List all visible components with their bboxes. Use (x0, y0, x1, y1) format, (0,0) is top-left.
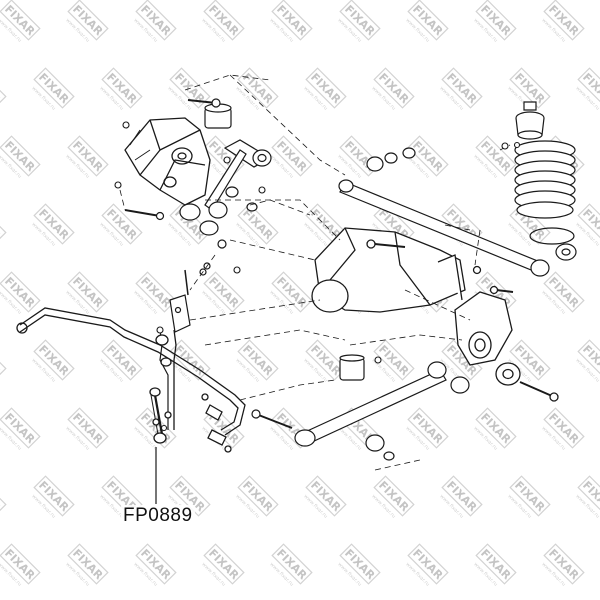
differential-housing (311, 227, 482, 313)
coil-spring (514, 101, 577, 261)
fastener-bolts (114, 121, 521, 432)
lateral-link-upper (179, 149, 258, 270)
upper-trailing-arm (338, 147, 550, 277)
stabilizer-link-fp0889 (149, 387, 232, 453)
lower-control-arm (251, 354, 470, 461)
stabilizer-bar (16, 307, 246, 436)
rear-knuckle (454, 285, 559, 402)
dashed-guide-lines (119, 74, 511, 471)
subframe-mount-bracket (124, 117, 211, 206)
upper-bushing-group (124, 98, 272, 221)
part-number-label: FP0889 (121, 505, 195, 527)
stabilizer-bracket (169, 268, 207, 333)
